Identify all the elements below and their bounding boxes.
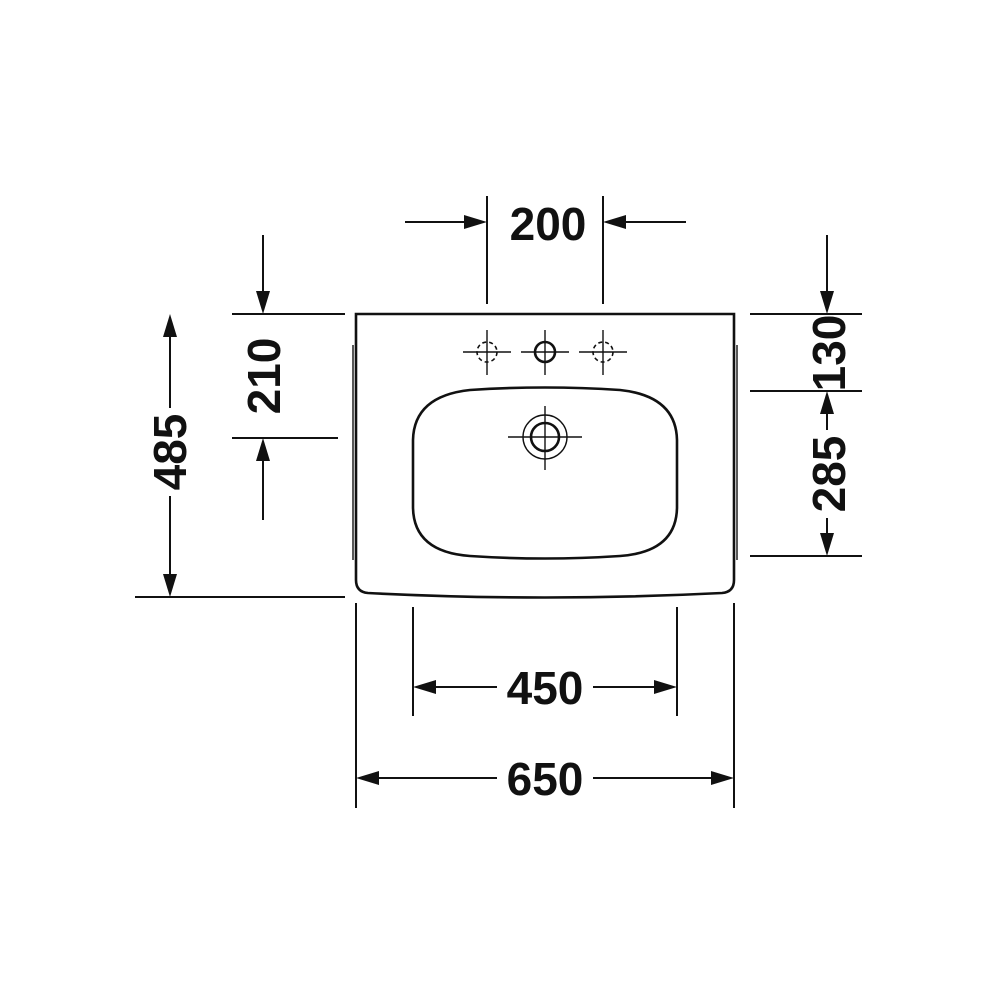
dimension-overall-depth: 485 bbox=[135, 314, 345, 598]
top-to-overflow-label: 210 bbox=[238, 338, 290, 415]
tap-hole-left bbox=[463, 330, 511, 375]
dimension-tap-spacing: 200 bbox=[405, 196, 686, 304]
basin-outer-edge bbox=[354, 312, 736, 599]
dimension-bowl-depth: 285 bbox=[750, 391, 862, 557]
dimension-top-to-overflow: 210 bbox=[232, 235, 345, 520]
tap-spacing-label: 200 bbox=[510, 198, 587, 250]
basin-bowl bbox=[411, 386, 679, 560]
dimension-bowl-width: 450 bbox=[412, 607, 678, 716]
tap-hole-center bbox=[521, 330, 569, 375]
overall-width-label: 650 bbox=[507, 753, 584, 805]
dimension-overall-width: 650 bbox=[355, 603, 735, 808]
drain bbox=[508, 406, 582, 470]
top-to-bowl-label: 130 bbox=[803, 315, 855, 392]
bowl-width-label: 450 bbox=[507, 662, 584, 714]
tap-hole-right bbox=[579, 330, 627, 375]
basin-outline bbox=[352, 312, 738, 599]
bowl-depth-label: 285 bbox=[803, 436, 855, 513]
dimension-top-to-bowl: 130 bbox=[750, 235, 862, 392]
overall-depth-label: 485 bbox=[144, 414, 196, 491]
